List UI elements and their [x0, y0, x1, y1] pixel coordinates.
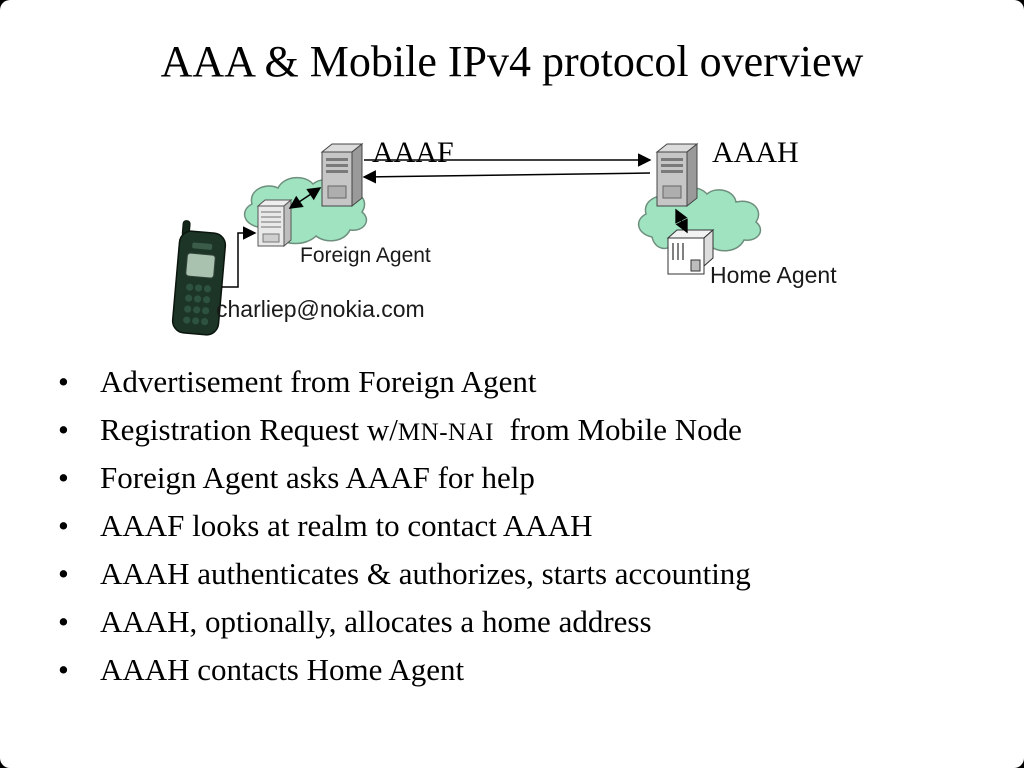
bullet-item-aaah-contacts-ha: • AAAH contacts Home Agent: [58, 646, 978, 694]
bullet-text: Foreign Agent asks AAAF for help: [100, 460, 535, 495]
bullet-text-mn-nai: MN-NAI: [397, 419, 494, 446]
bullet-item-aaah-authenticates: • AAAH authenticates & authorizes, start…: [58, 550, 978, 598]
bullet-item-advertisement: • Advertisement from Foreign Agent: [58, 358, 978, 406]
mobile-to-foreign-agent-arrow: [222, 226, 257, 288]
protocol-diagram: AAAF AAAH Foreign Agent Home Agent charl…: [0, 110, 1024, 360]
bullet-item-aaah-home-address: • AAAH, optionally, allocates a home add…: [58, 598, 978, 646]
bullet-marker: •: [58, 364, 69, 399]
home-agent-box-icon: [667, 229, 714, 275]
aaah-to-aaaf-arrow: [362, 170, 651, 184]
bullet-marker: •: [58, 556, 69, 591]
bullet-item-registration-request: • Registration Request w/ MN-NAI from Mo…: [58, 406, 978, 454]
bullet-marker: •: [58, 604, 69, 639]
bullet-text: AAAH authenticates & authorizes, starts …: [100, 556, 751, 591]
bullet-item-aaaf-realm: • AAAF looks at realm to contact AAAH: [58, 502, 978, 550]
aaaf-label: AAAF: [372, 136, 454, 169]
diagram-canvas: [170, 143, 762, 337]
bullet-text: Advertisement from Foreign Agent: [100, 364, 537, 399]
foreign-agent-aaaf-arrow: [288, 187, 322, 209]
bullet-marker: •: [58, 652, 69, 687]
slide-title: AAA & Mobile IPv4 protocol overview: [160, 37, 864, 86]
bullet-text-pre: Registration Request w/: [100, 412, 398, 447]
bullet-text: AAAH contacts Home Agent: [100, 652, 465, 687]
bullet-marker: •: [58, 508, 69, 543]
foreign-agent-label: Foreign Agent: [300, 244, 431, 267]
bullet-list: • Advertisement from Foreign Agent • Reg…: [58, 358, 978, 694]
bullet-text: AAAH, optionally, allocates a home addre…: [100, 604, 652, 639]
bullet-marker: •: [58, 460, 69, 495]
aaaf-server-icon: [321, 143, 363, 207]
bullet-text: AAAF looks at realm to contact AAAH: [100, 508, 593, 543]
bullet-marker: •: [58, 412, 69, 447]
aaah-server-icon: [656, 143, 698, 207]
aaah-label: AAAH: [712, 136, 799, 169]
foreign-agent-server-icon: [257, 199, 292, 247]
bullet-text-post: from Mobile Node: [493, 412, 742, 447]
mobile-user-nai-label: charliep@nokia.com: [216, 296, 425, 322]
aaah-home-agent-arrow: [675, 208, 688, 234]
bullet-item-fa-asks-aaaf: • Foreign Agent asks AAAF for help: [58, 454, 978, 502]
home-agent-label: Home Agent: [710, 262, 837, 288]
